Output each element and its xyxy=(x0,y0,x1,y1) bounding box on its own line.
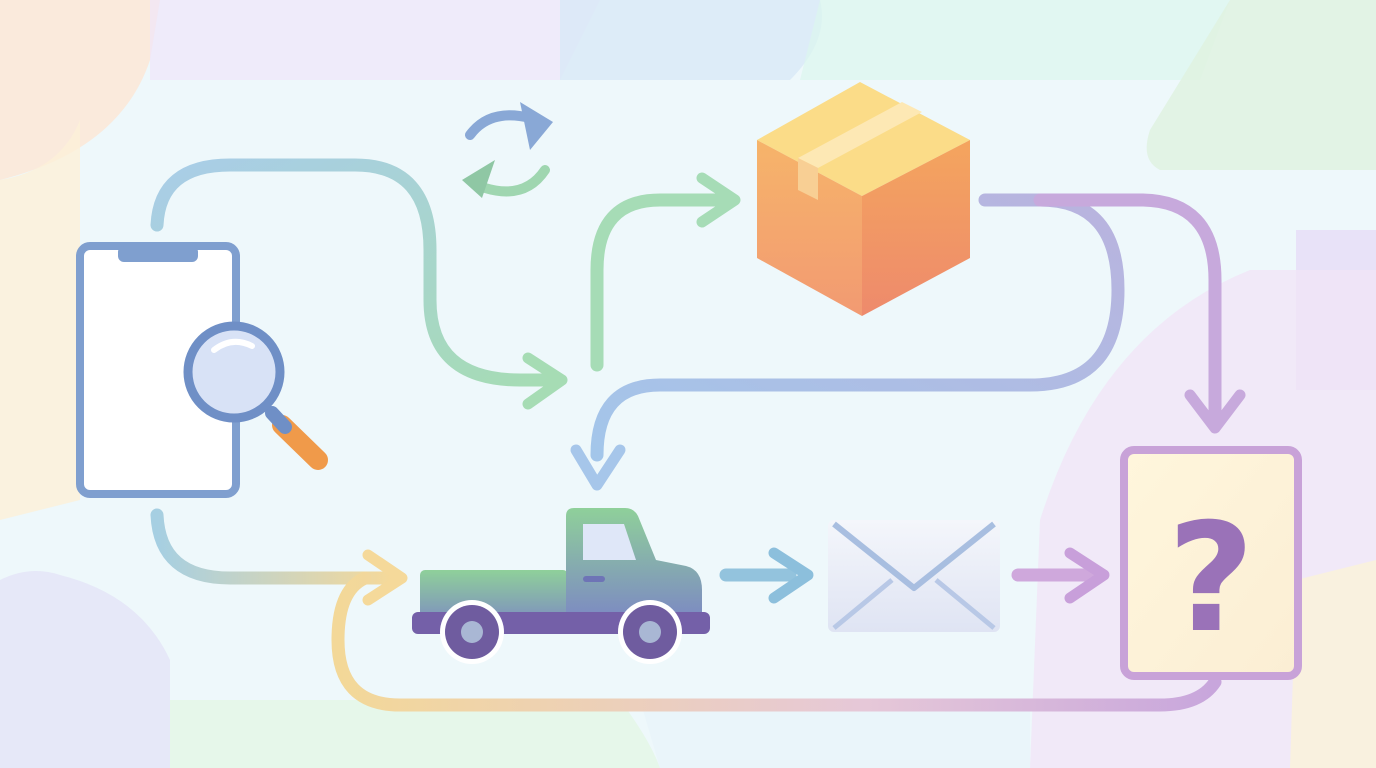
edge-unknown-to-truck xyxy=(331,571,1222,712)
envelope-icon xyxy=(828,520,1000,632)
question-card-icon: ? xyxy=(1120,446,1302,680)
arrow-head-to-truck xyxy=(570,444,626,491)
arrow-head-to-unknown xyxy=(1184,389,1246,434)
edge-mid-to-box xyxy=(590,193,732,372)
edge-box-to-truck xyxy=(590,193,1125,462)
delivery-truck-icon xyxy=(412,508,710,664)
arrow-head-phone-to-box xyxy=(522,352,568,410)
edge-box-to-unknown xyxy=(1033,193,1222,427)
arrow-head-to-box xyxy=(696,172,741,228)
edge-phone-to-truck xyxy=(150,508,397,585)
phone-search-icon xyxy=(76,242,328,498)
arrow-head-to-envelope xyxy=(768,547,814,604)
question-mark-label: ? xyxy=(1167,492,1254,666)
refresh-cycle-icon xyxy=(462,102,553,198)
edge-phone-to-box xyxy=(150,158,562,387)
package-box-icon xyxy=(757,82,970,316)
connectors xyxy=(150,158,1246,712)
magnifier-icon xyxy=(183,321,328,470)
arrow-head-phone-to-truck xyxy=(362,549,408,606)
arrow-head-envelope-to-unknown xyxy=(1064,547,1110,604)
